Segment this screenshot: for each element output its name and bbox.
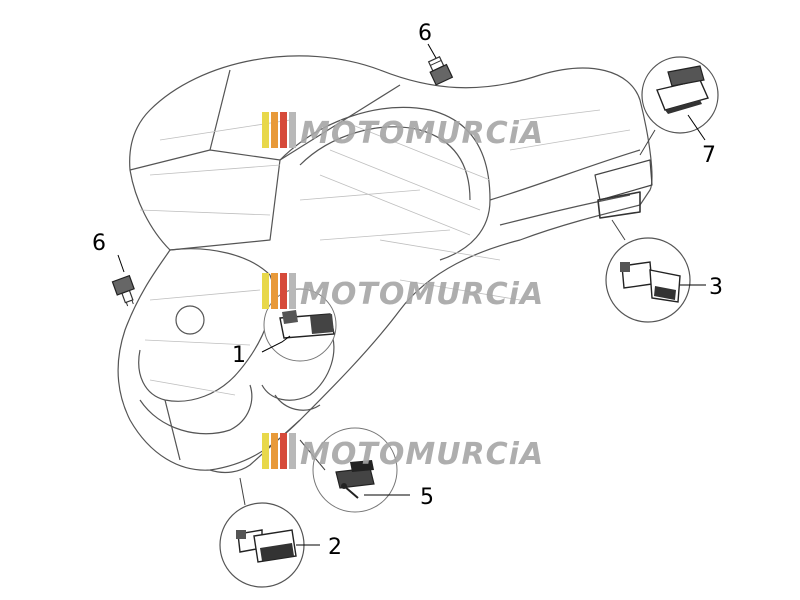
callout-5: 5 — [420, 485, 434, 510]
handlebar-cover — [117, 55, 653, 474]
leader-7 — [687, 114, 706, 141]
watermark-middle: MOTOMURCiA — [262, 273, 544, 312]
connector-part-5 — [299, 427, 398, 513]
callout-2: 2 — [328, 535, 342, 560]
callout-6b: 6 — [92, 231, 106, 256]
callout-7: 7 — [702, 143, 716, 168]
leader-6a — [427, 43, 437, 59]
watermark-bottom: MOTOMURCiA — [262, 433, 544, 472]
watermark-text: MOTOMURCiA — [300, 116, 544, 151]
callout-6a: 6 — [418, 21, 432, 46]
leader-1 — [261, 335, 291, 353]
switch-part-3 — [605, 219, 691, 323]
callout-1: 1 — [232, 343, 246, 368]
leader-6b — [117, 254, 125, 273]
callout-3: 3 — [709, 275, 723, 300]
cover-wireframe — [139, 109, 631, 396]
watermark-top: MOTOMURCiA — [262, 112, 544, 151]
watermark-text: MOTOMURCiA — [300, 277, 544, 312]
switch-part-7 — [639, 56, 719, 156]
bulb-part-6b — [111, 274, 135, 307]
switch-part-2 — [219, 477, 305, 588]
bulb-part-6a — [427, 55, 454, 86]
watermark-text: MOTOMURCiA — [300, 437, 544, 472]
